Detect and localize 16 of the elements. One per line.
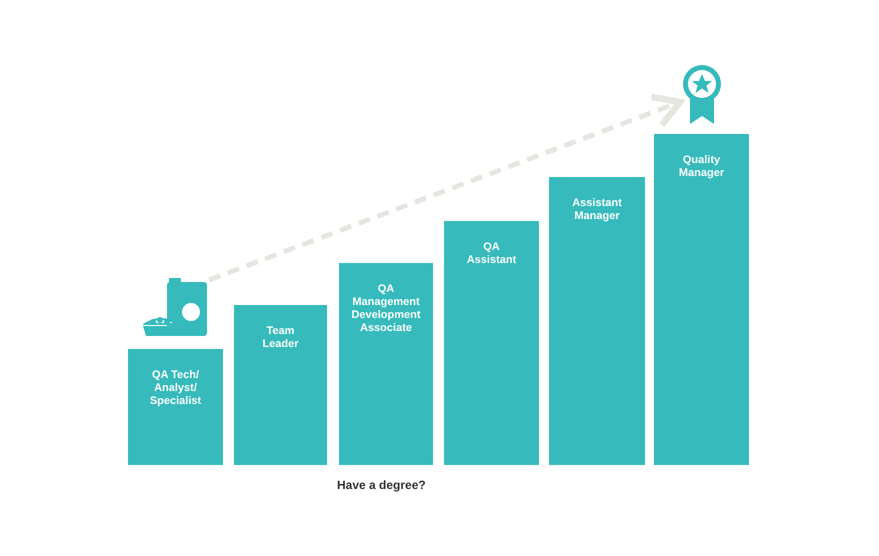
step-bar (128, 349, 223, 465)
step-bar (234, 305, 327, 465)
step-bar (654, 134, 749, 465)
step-bar (444, 221, 539, 465)
dashed-arrow (208, 94, 684, 282)
award-badge-icon (680, 64, 724, 126)
job-title: QA Assistant (466, 241, 518, 267)
job-title: Quality Manager (678, 154, 726, 180)
step-bar (549, 177, 645, 465)
step-bar (339, 263, 433, 465)
job-title: Team Leader (261, 325, 300, 351)
job-title: Assistant Manager (571, 197, 623, 223)
job-title: QA Management Development Associate (350, 283, 422, 335)
job-title: QA Tech/ Analyst/ Specialist (148, 369, 202, 408)
pet-food-icon (143, 278, 209, 338)
question-text: Have a degree? (337, 478, 426, 492)
